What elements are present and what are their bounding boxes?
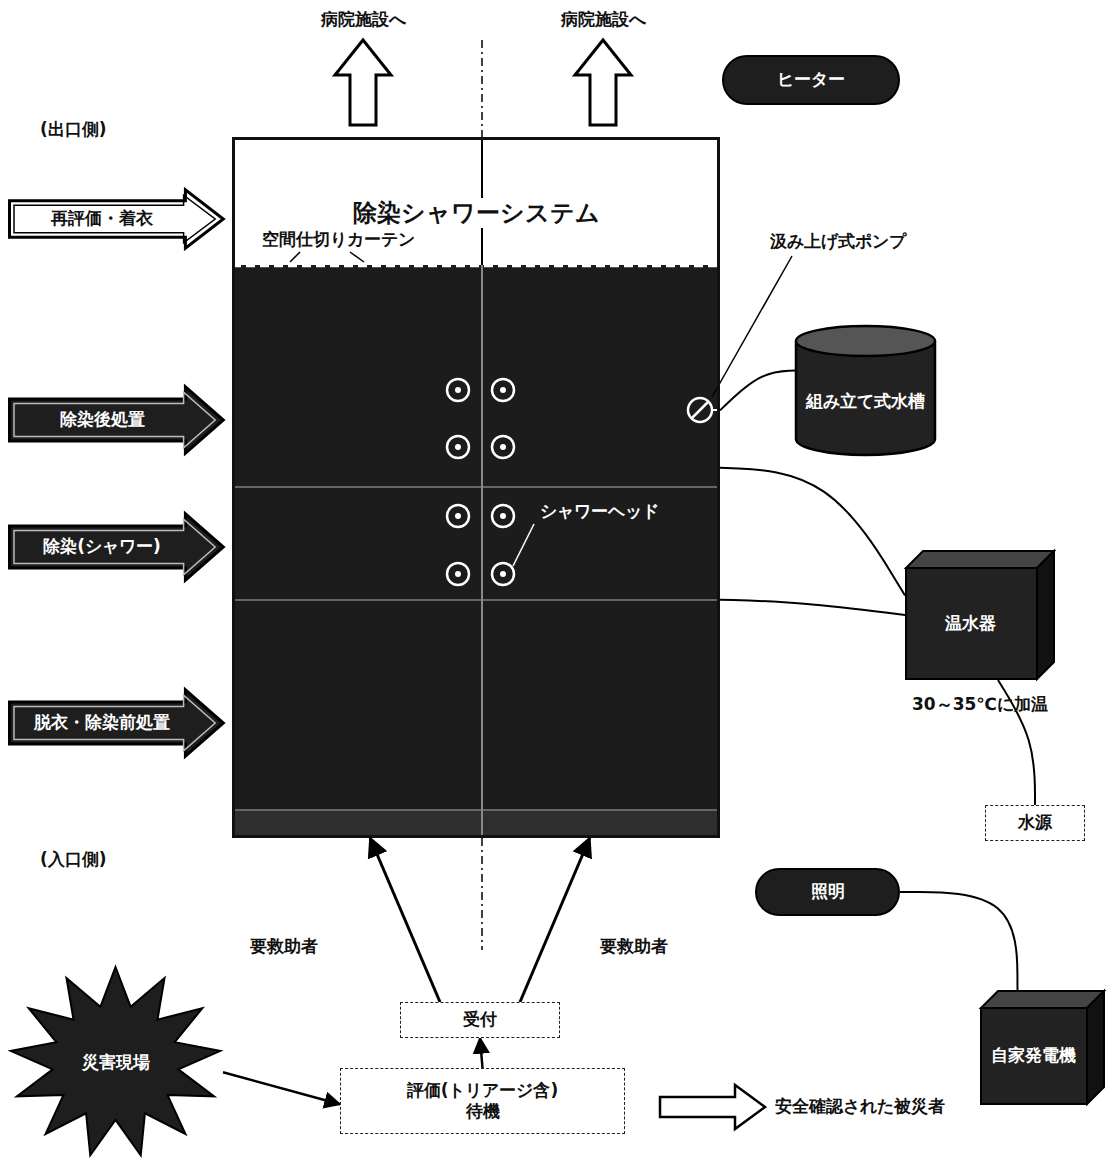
cube-side bbox=[1087, 991, 1104, 1104]
block-arrow-inner bbox=[14, 695, 215, 751]
annotation-label: 病院施設へ bbox=[561, 8, 646, 31]
connector bbox=[900, 892, 1018, 990]
zone-line bbox=[232, 809, 720, 811]
edge-label: 要救助者 bbox=[250, 935, 318, 958]
annotation-label: 汲み上げ式ポンプ bbox=[770, 230, 906, 253]
dashed-node: 評価(トリアージ含)待機 bbox=[340, 1068, 625, 1134]
annotation-label: 安全確認された被災者 bbox=[775, 1095, 945, 1118]
tank-node: 組み立て式水槽 bbox=[795, 325, 936, 455]
connector bbox=[223, 1072, 340, 1104]
arrowLight-node: 再評価・着衣 bbox=[8, 188, 226, 250]
tank-body bbox=[796, 341, 935, 455]
edge-label: 要救助者 bbox=[600, 935, 668, 958]
entrance-strip bbox=[232, 810, 720, 838]
zone-line bbox=[232, 486, 720, 488]
node-text: 組み立て式水槽 bbox=[806, 391, 925, 412]
leader-line bbox=[712, 256, 792, 397]
pill-node: ヒーター bbox=[722, 55, 900, 105]
cube-node: 自家発電機 bbox=[980, 990, 1105, 1105]
node-text: 温水器 bbox=[945, 613, 996, 634]
node-text: 受付 bbox=[463, 1009, 497, 1030]
node-text: 照明 bbox=[811, 881, 845, 902]
arrowDark-node: 脱衣・除染前処置 bbox=[8, 688, 226, 758]
leader-line bbox=[513, 524, 534, 566]
node-text: 災害現場 bbox=[82, 1052, 150, 1073]
cube-front bbox=[981, 1008, 1087, 1104]
cube-node: 温水器 bbox=[905, 550, 1055, 680]
shower-head-dots bbox=[455, 387, 506, 577]
leader-line bbox=[290, 252, 300, 262]
cube-side bbox=[1037, 551, 1054, 679]
connector bbox=[520, 838, 590, 1002]
pill-node: 照明 bbox=[755, 868, 900, 916]
center-curtain bbox=[481, 265, 483, 838]
shower-heads bbox=[447, 379, 514, 585]
connector bbox=[480, 1038, 483, 1068]
safe-arrow bbox=[660, 1085, 765, 1129]
node-text: 水源 bbox=[1018, 812, 1052, 833]
dashed-node: 受付 bbox=[400, 1002, 560, 1038]
leader-line bbox=[350, 252, 364, 262]
cube-top bbox=[906, 551, 1054, 568]
connector bbox=[720, 600, 905, 615]
star-node: 災害現場 bbox=[8, 965, 223, 1160]
tank-shape bbox=[795, 325, 936, 455]
arrowDark-node: 除染(シャワー) bbox=[8, 512, 226, 582]
node-text: 除染後処置 bbox=[60, 409, 145, 430]
node-text: 再評価・着衣 bbox=[51, 208, 153, 229]
exit-arrow bbox=[575, 40, 631, 125]
connector bbox=[720, 468, 905, 596]
node-text: 脱衣・除染前処置 bbox=[34, 712, 170, 733]
center-dash bbox=[481, 838, 483, 950]
annotation-label: 病院施設へ bbox=[321, 8, 406, 31]
block-arrow-inner bbox=[14, 392, 215, 448]
connector bbox=[370, 838, 440, 1002]
cube-top bbox=[981, 991, 1104, 1008]
pump-symbol bbox=[692, 402, 708, 418]
node-text: 自家発電機 bbox=[991, 1045, 1076, 1066]
starburst bbox=[11, 967, 220, 1155]
node-text: 待機 bbox=[466, 1101, 500, 1122]
shower-area bbox=[232, 265, 720, 838]
node-text: ヒーター bbox=[777, 69, 845, 90]
dashed-node: 水源 bbox=[985, 805, 1085, 841]
annotation-label: (出口側) bbox=[40, 118, 107, 141]
zone-line bbox=[232, 599, 720, 601]
node-text: 評価(トリアージ含) bbox=[407, 1080, 559, 1101]
block-arrow bbox=[10, 690, 224, 756]
tank-top bbox=[796, 326, 935, 356]
annotation-label: 30～35℃に加温 bbox=[912, 693, 1048, 716]
annotation-label: シャワーヘッド bbox=[540, 500, 659, 523]
exit-arrow bbox=[335, 40, 391, 125]
annotation-label: 空間仕切りカーテン bbox=[262, 228, 415, 251]
block-arrow bbox=[10, 387, 224, 453]
block-arrow-inner bbox=[14, 519, 215, 575]
connector bbox=[720, 371, 795, 411]
cube-front bbox=[906, 568, 1037, 679]
node-text: 除染(シャワー) bbox=[43, 536, 161, 557]
block-arrow bbox=[10, 190, 224, 248]
curtain bbox=[232, 265, 720, 268]
pump-symbol bbox=[688, 398, 712, 422]
node-text: 除染シャワーシステム bbox=[345, 198, 608, 228]
block-arrow-inner bbox=[14, 195, 215, 243]
annotation-label: (入口側) bbox=[40, 848, 107, 871]
block-arrow bbox=[10, 514, 224, 580]
arrowDark-node: 除染後処置 bbox=[8, 385, 226, 455]
center-dash bbox=[481, 40, 483, 137]
